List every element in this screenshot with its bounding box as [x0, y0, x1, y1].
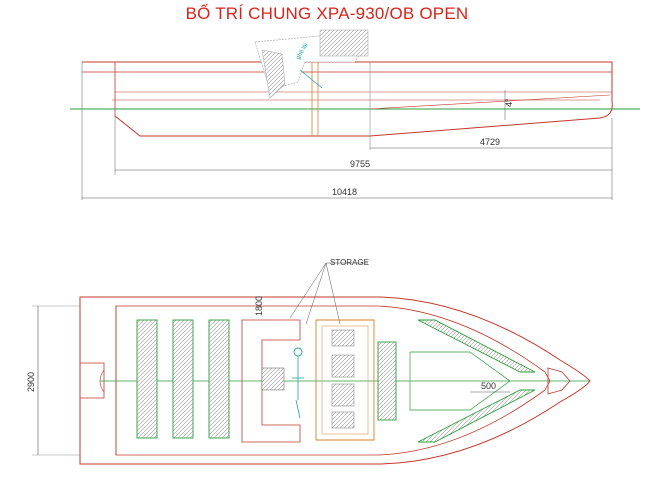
- dim-transom: 4729: [480, 137, 500, 147]
- bow-seat-port: [417, 319, 536, 373]
- hull-inner: [115, 305, 551, 456]
- dim-overall: 10418: [332, 187, 357, 197]
- dim-beam: 2900: [26, 372, 36, 392]
- bow-inner-v: [410, 351, 511, 411]
- dim-waterline: 9755: [350, 159, 370, 169]
- storage-leader-2: [305, 262, 327, 325]
- helm-seat-frame: [241, 319, 301, 443]
- drawing-title: BỐ TRÍ CHUNG XPA-930/OB OPEN: [185, 4, 469, 23]
- storage-leader-3: [325, 262, 341, 325]
- console-panel-2: [331, 354, 355, 378]
- console-panel-3: [331, 383, 355, 407]
- console-canopy: [319, 29, 369, 57]
- dim-seat: 1800: [254, 296, 264, 316]
- aft-bench-2: [172, 319, 194, 439]
- steering-wheel-icon: [293, 347, 303, 357]
- console-panel-1: [331, 329, 355, 347]
- bow-seat-stbd: [417, 389, 536, 443]
- fwd-bench: [377, 341, 397, 421]
- helm-seat-side: [261, 49, 286, 99]
- dim-bow: 500: [481, 381, 496, 391]
- side-view: 4° ghế lái 4729 9755 10418: [70, 29, 640, 200]
- anchor-locker: [547, 367, 571, 395]
- helm-seat: [261, 367, 285, 391]
- console-panel-4: [331, 411, 355, 429]
- aft-bench-1: [136, 319, 158, 439]
- plan-view: 2900 1800 500 STORAGE: [26, 258, 591, 465]
- trim-angle-label: 4°: [504, 98, 514, 107]
- storage-leader-1: [289, 262, 327, 319]
- hull-bottom: [114, 101, 613, 137]
- sheer-line: [82, 61, 613, 102]
- center-console: [315, 319, 375, 441]
- aft-bench-3: [208, 319, 230, 439]
- storage-label: STORAGE: [330, 258, 369, 267]
